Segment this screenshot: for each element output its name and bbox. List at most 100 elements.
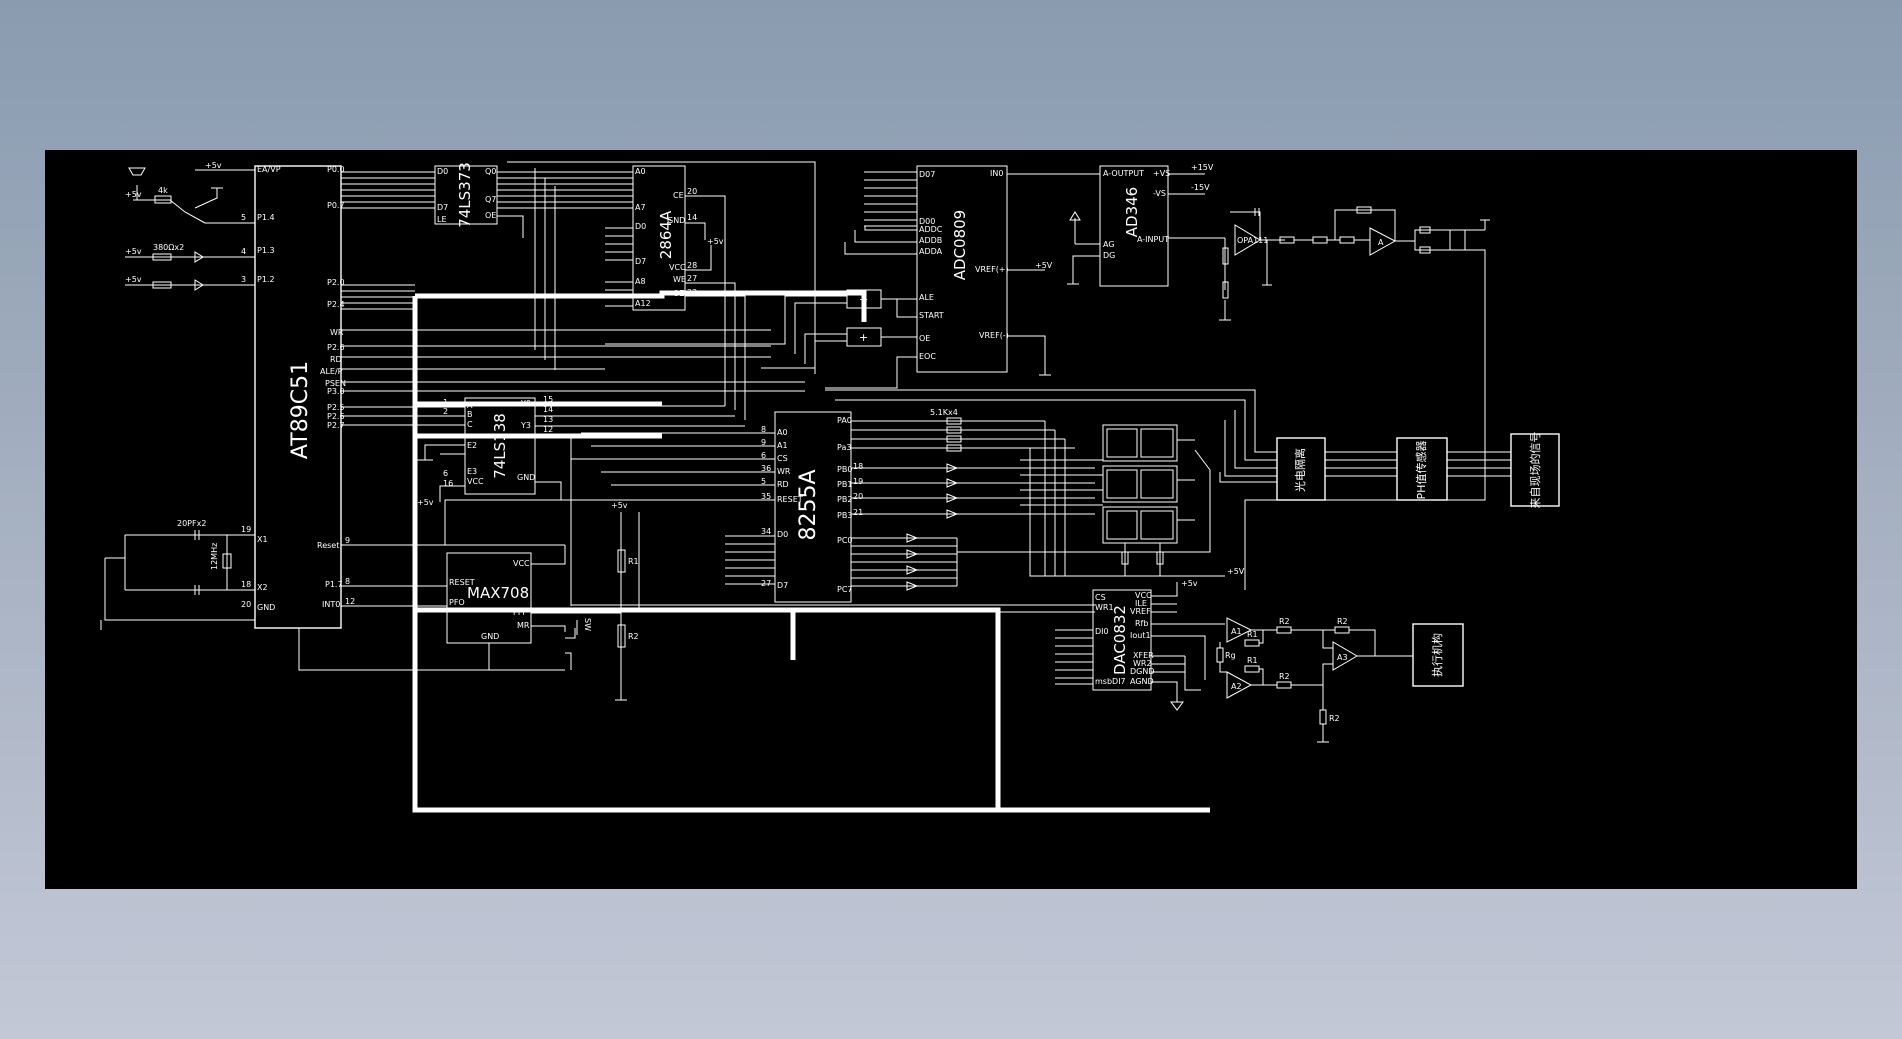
pin-num: 22: [687, 288, 697, 297]
pin: D00: [919, 217, 935, 226]
adc-label: ADC0809: [951, 210, 969, 280]
mcu-signal-lines: 9 8 12: [341, 329, 805, 607]
adc-adc0809: ADC0809 D07 D00 ADDC ADDB ADDA IN0 VREF(…: [605, 165, 1100, 389]
opamp-label: A3: [1337, 653, 1348, 662]
pin: XFER: [1133, 651, 1154, 660]
pin: PB2: [837, 495, 852, 504]
pin-reset: Reset: [317, 541, 339, 550]
pin-psen: PSEN: [325, 379, 346, 388]
pin-x2: X2: [257, 583, 268, 592]
schematic-canvas: AT89C51 EA/VP P0.0 P0.7 P1.4 P1.3 P1.2 P…: [45, 150, 1857, 889]
pin-p30: P3.0: [327, 387, 345, 396]
pin: GND: [517, 473, 535, 482]
decoder-label: 74LS138: [491, 413, 509, 479]
gate-symbol: +: [859, 331, 868, 344]
pin: PA0: [837, 416, 852, 425]
amp-label: AD346: [1123, 187, 1141, 237]
pin-num: 1: [443, 398, 448, 407]
pin: AGND: [1130, 677, 1154, 686]
pin-num: 18: [241, 580, 251, 589]
actuator-block: [1412, 623, 1464, 687]
circuit-schematic: AT89C51 EA/VP P0.0 P0.7 P1.4 P1.3 P1.2 P…: [100, 161, 1560, 813]
pin-p26: P2.6: [327, 412, 345, 421]
pin: ALE: [919, 293, 934, 302]
pin-int0: INT0: [322, 600, 340, 609]
gate-symbol: +: [859, 293, 868, 306]
pin: CS: [1095, 593, 1106, 602]
pin: OE: [919, 334, 930, 343]
pin: Q7: [485, 195, 496, 204]
pin: A-INPUT: [1137, 235, 1169, 244]
res-label: R2: [1279, 672, 1290, 681]
vcc-label: +5V: [1227, 567, 1245, 576]
pin: VREF(+): [975, 265, 1009, 274]
pin: AG: [1103, 240, 1115, 249]
pin: VCC: [467, 477, 484, 486]
pin-p12: P1.2: [257, 275, 275, 284]
pin-p26a: P2.6: [327, 343, 345, 352]
pin: PC7: [837, 585, 853, 594]
data-bus-wires: [341, 161, 917, 370]
res-4k: 4k: [158, 186, 168, 195]
pin-num: 9: [345, 536, 350, 545]
pin: A7: [635, 203, 646, 212]
pin-num: 21: [853, 508, 863, 517]
pin: PB1: [837, 480, 852, 489]
latch-label: 74LS373: [456, 162, 474, 228]
pin: OE: [673, 289, 684, 298]
pin: EOC: [919, 352, 936, 361]
res-label: R2: [1279, 617, 1290, 626]
isolation-label: 光电隔离: [1293, 448, 1307, 492]
pin-p00: P0.0: [327, 165, 345, 174]
led-display: +5V: [957, 421, 1245, 577]
pin: DGND: [1130, 667, 1155, 676]
pin: CE: [673, 191, 684, 200]
pin: E3: [467, 467, 477, 476]
pin: D7: [437, 203, 448, 212]
pin: VREF(-): [979, 331, 1009, 340]
pin-num: 20: [241, 600, 251, 609]
pin: A1: [777, 441, 788, 450]
pin: DI0: [1095, 627, 1109, 636]
pin: D0: [437, 167, 448, 176]
pin-num: 9: [761, 438, 766, 447]
pin-wr: WR: [330, 328, 344, 337]
pin-num: 36: [761, 464, 771, 473]
pin-num: 5: [761, 477, 766, 486]
opamp-label: A1: [1231, 627, 1242, 636]
pin-p17: P1.7: [325, 580, 343, 589]
mcu-at89c51: AT89C51 EA/VP P0.0 P0.7 P1.4 P1.3 P1.2 P…: [254, 165, 346, 629]
pin: D0: [777, 530, 788, 539]
pin-num: 6: [761, 451, 766, 460]
pin: B: [467, 410, 473, 419]
pin-num: 34: [761, 527, 771, 536]
res-label: R2: [1329, 714, 1340, 723]
pin: RESET: [777, 495, 803, 504]
res-380: 380Ωx2: [153, 243, 184, 252]
pin-num: 4: [241, 247, 246, 256]
pin-num: 19: [241, 525, 251, 534]
pin: Pa3: [837, 443, 851, 452]
pin: VCC: [669, 263, 686, 272]
res-label: Rg: [1225, 651, 1236, 660]
pin-p27: P2.7: [327, 421, 345, 430]
res-label: R1: [628, 557, 639, 566]
res-label: R2: [1337, 617, 1348, 626]
pin: -VS: [1153, 189, 1166, 198]
pin-num: 12: [543, 425, 553, 434]
pin: WR1: [1095, 603, 1114, 612]
block-diagram: 光电隔离 PH值传感器 来自现场的信号 执行机构: [825, 389, 1560, 687]
crystal-label: 12MHz: [210, 543, 219, 570]
pin: E2: [467, 441, 477, 450]
opamp-label: A2: [1231, 682, 1242, 691]
pin: +VS: [1153, 169, 1170, 178]
pin: Iout1: [1130, 631, 1151, 640]
pin-num: 15: [543, 395, 553, 404]
amp-ad346: AD346 A-OUTPUT A-INPUT +VS -VS AG DG +15…: [1067, 163, 1490, 590]
pin-num: 12: [345, 597, 355, 606]
pin: CS: [777, 454, 788, 463]
pin-ale: ALE/P: [320, 367, 343, 376]
pin-num: 19: [853, 477, 863, 486]
pin: D07: [919, 170, 935, 179]
pin-num: 20: [853, 492, 863, 501]
